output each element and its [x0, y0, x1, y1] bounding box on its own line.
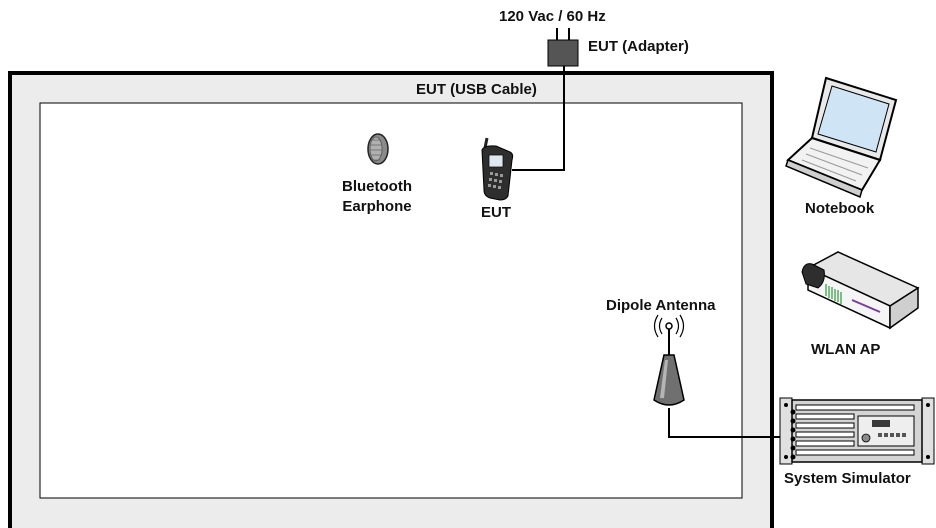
- dipole-antenna-label: Dipole Antenna: [606, 297, 716, 314]
- adapter-label: EUT (Adapter): [588, 38, 689, 55]
- chamber-inner-area: [39, 102, 743, 499]
- bluetooth-earphone-icon: [367, 133, 389, 165]
- adapter-cable: [512, 66, 565, 171]
- adapter-icon: [547, 28, 579, 67]
- bluetooth-label-line1: Bluetooth: [342, 178, 412, 195]
- power-label: 120 Vac / 60 Hz: [499, 8, 606, 25]
- notebook-icon: [785, 76, 898, 199]
- eut-label: EUT: [481, 204, 511, 221]
- usb-cable-label: EUT (USB Cable): [416, 81, 537, 98]
- system-simulator-icon: [779, 397, 935, 465]
- eut-phone-icon: [481, 137, 514, 201]
- antenna-cable: [668, 408, 795, 438]
- wlan-ap-label: WLAN AP: [811, 341, 881, 358]
- bluetooth-earphone-label: Bluetooth Earphone: [326, 177, 428, 217]
- system-simulator-label: System Simulator: [784, 470, 911, 487]
- bluetooth-label-line2: Earphone: [342, 198, 412, 215]
- wlan-ap-icon: [801, 251, 920, 330]
- dipole-antenna-icon: [653, 314, 685, 406]
- notebook-label: Notebook: [805, 200, 875, 217]
